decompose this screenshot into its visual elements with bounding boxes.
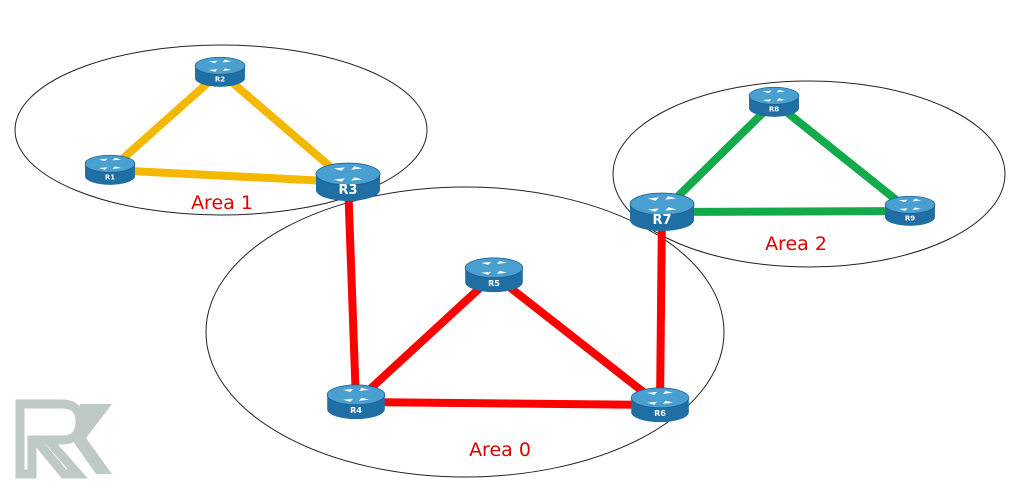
link-r7-r9 [661, 207, 911, 216]
area-0-boundary [205, 186, 725, 478]
router-r1[interactable]: R1 [84, 154, 136, 185]
router-icon-top [464, 257, 524, 279]
router-icon-top [884, 195, 936, 214]
link-r1-r2 [107, 69, 223, 173]
link-r7-r6 [656, 211, 666, 406]
router-label-r5: R5 [488, 278, 500, 288]
link-r5-r6 [491, 271, 663, 409]
rk-logo-text: RK [0, 0, 2, 1]
router-r4[interactable]: R4 [326, 384, 386, 420]
rk-logo-r-shape [15, 399, 88, 479]
area-0-label: Area 0 [469, 439, 531, 461]
router-icon-top [629, 192, 695, 216]
links-layer [107, 68, 913, 409]
router-icon-top [84, 154, 136, 173]
link-r3-r4 [344, 181, 360, 403]
router-label-r7: R7 [652, 213, 671, 228]
router-icon-top [315, 162, 381, 186]
rk-logo: RK [0, 0, 112, 479]
router-icon-top [194, 56, 246, 75]
router-icon-top [748, 86, 800, 105]
router-r8[interactable]: R8 [748, 86, 800, 117]
router-r3[interactable]: R3 [315, 162, 381, 201]
router-label-r3: R3 [338, 183, 357, 198]
router-r9[interactable]: R9 [884, 195, 936, 226]
area-2-label: Area 2 [765, 233, 827, 255]
area-boundaries [14, 44, 1006, 478]
router-r2[interactable]: R2 [194, 56, 246, 87]
router-r7[interactable]: R7 [629, 192, 695, 231]
link-r2-r3 [217, 68, 351, 186]
area-1-label: Area 1 [191, 192, 253, 214]
router-label-r8: R8 [769, 104, 779, 113]
router-label-r1: R1 [105, 172, 115, 181]
link-r4-r5 [353, 272, 497, 405]
area-2-boundary [612, 80, 1006, 268]
router-label-r6: R6 [654, 408, 666, 418]
router-icon-top [326, 384, 386, 406]
router-r5[interactable]: R5 [464, 257, 524, 293]
router-label-r2: R2 [215, 74, 225, 83]
link-r7-r8 [659, 99, 777, 215]
router-r6[interactable]: R6 [630, 387, 690, 423]
router-label-r9: R9 [905, 213, 915, 222]
area-1-boundary [14, 44, 428, 216]
link-r4-r6 [355, 398, 661, 409]
link-r1-r3 [109, 166, 349, 186]
link-r8-r9 [771, 98, 913, 215]
router-label-r4: R4 [350, 405, 362, 415]
router-icon-top [630, 387, 690, 409]
rk-logo-k-shape [72, 404, 112, 474]
